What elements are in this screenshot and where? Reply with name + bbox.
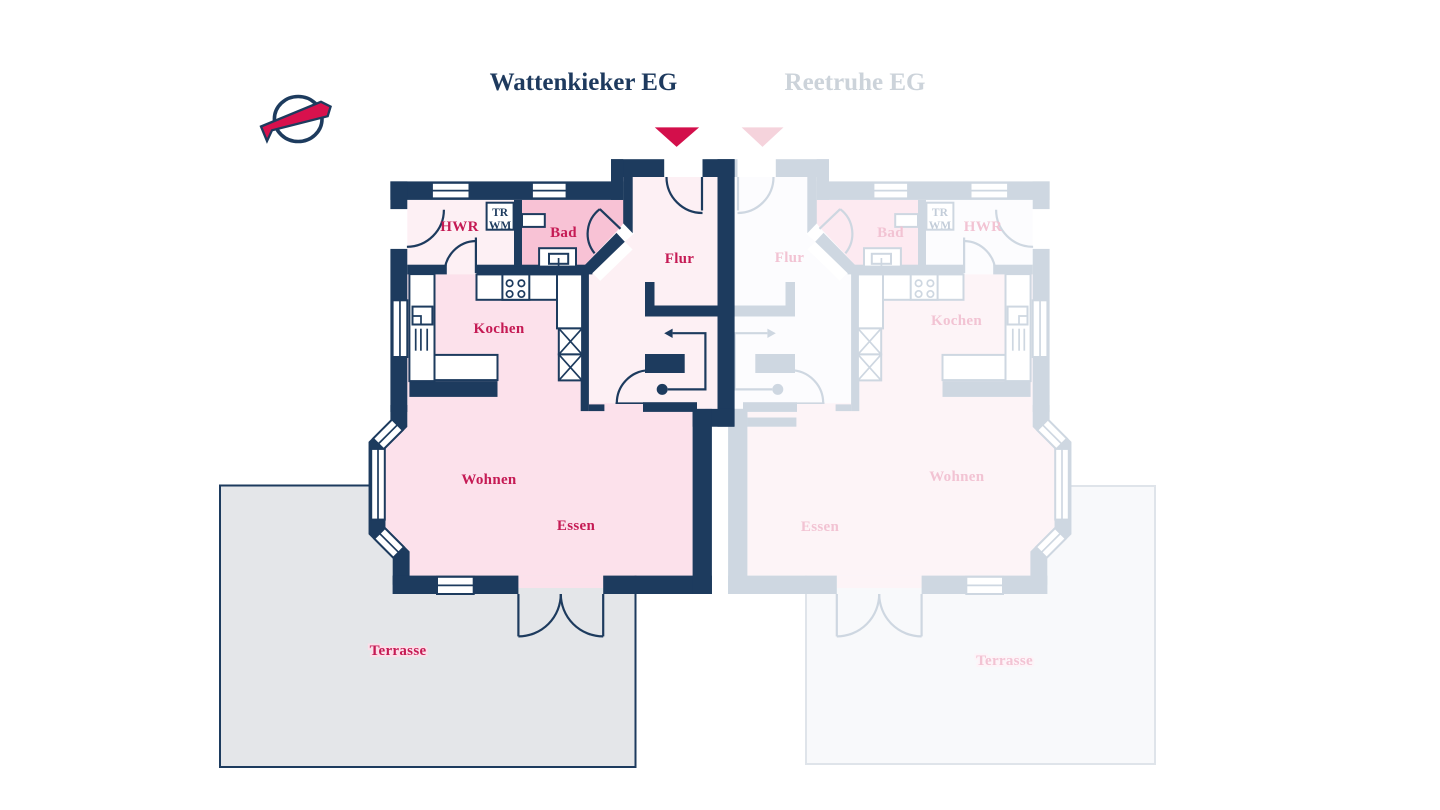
- svg-text:TR: TR: [492, 207, 509, 219]
- svg-text:WM: WM: [929, 220, 952, 232]
- svg-text:Kochen: Kochen: [931, 313, 982, 329]
- svg-text:Wattenkieker EG: Wattenkieker EG: [490, 69, 678, 96]
- svg-text:Bad: Bad: [877, 225, 904, 241]
- svg-text:Essen: Essen: [557, 518, 596, 534]
- svg-text:Reetruhe EG: Reetruhe EG: [785, 69, 926, 96]
- svg-text:Essen: Essen: [801, 519, 840, 535]
- svg-text:Flur: Flur: [665, 251, 695, 267]
- svg-text:HWR: HWR: [440, 219, 478, 235]
- svg-text:Terrasse: Terrasse: [976, 653, 1033, 669]
- svg-text:HWR: HWR: [964, 219, 1002, 235]
- svg-text:Terrasse: Terrasse: [370, 643, 427, 659]
- svg-text:Wohnen: Wohnen: [461, 472, 517, 488]
- svg-text:Flur: Flur: [775, 250, 805, 266]
- svg-text:Kochen: Kochen: [474, 321, 525, 337]
- svg-text:WM: WM: [489, 220, 512, 232]
- svg-text:Wohnen: Wohnen: [929, 469, 985, 485]
- svg-text:Bad: Bad: [550, 225, 577, 241]
- svg-text:TR: TR: [932, 207, 949, 219]
